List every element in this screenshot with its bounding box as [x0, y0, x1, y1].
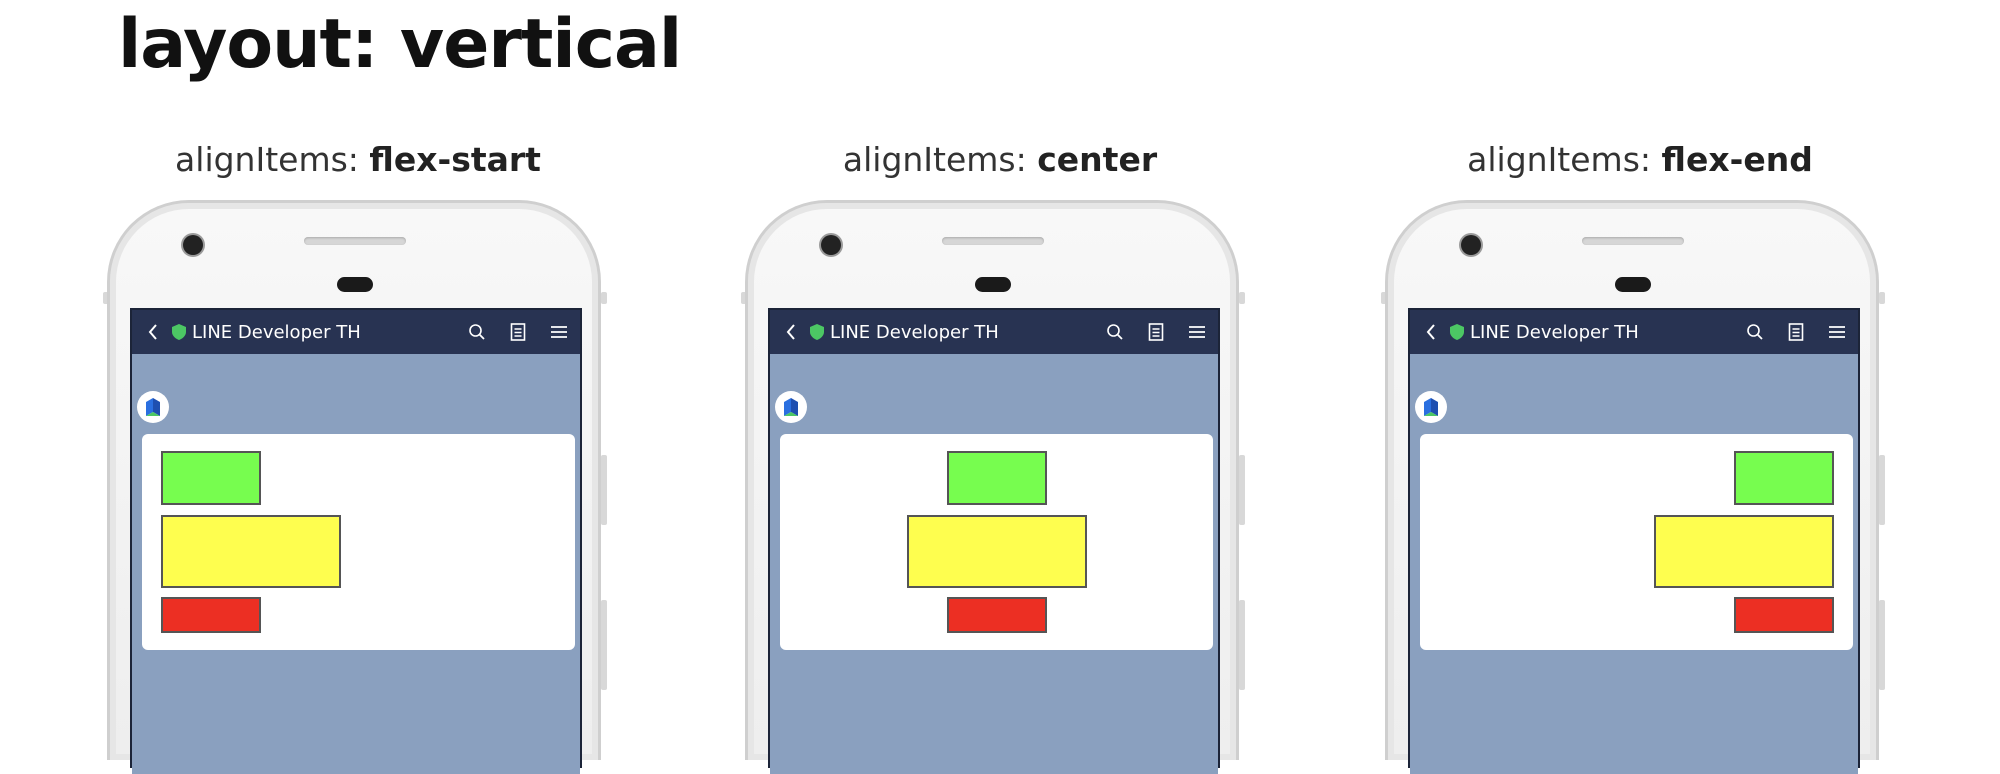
earpiece-speaker — [1582, 237, 1684, 245]
app-bar: LINE Developer TH — [132, 310, 580, 354]
menu-icon[interactable] — [548, 321, 570, 343]
flex-message-bubble — [1420, 434, 1853, 650]
shield-icon — [810, 324, 824, 340]
search-icon[interactable] — [1744, 321, 1766, 343]
chevron-left-icon[interactable] — [780, 321, 802, 343]
phone-screen: LINE Developer TH — [130, 308, 582, 774]
phone-center: LINE Developer TH — [741, 200, 1245, 774]
notes-icon[interactable] — [507, 321, 529, 343]
chat-title: LINE Developer TH — [192, 321, 361, 343]
volume-button — [1239, 600, 1245, 690]
bot-avatar[interactable] — [775, 391, 807, 423]
green-box — [1734, 451, 1834, 505]
front-camera — [1461, 235, 1481, 255]
side-button — [1239, 292, 1245, 304]
volume-button — [1879, 455, 1885, 525]
side-button — [103, 292, 109, 304]
green-box — [946, 451, 1047, 505]
chat-area — [770, 354, 1218, 774]
menu-icon[interactable] — [1186, 321, 1208, 343]
flex-message-bubble — [142, 434, 575, 650]
volume-button — [1879, 600, 1885, 690]
flex-message-bubble — [780, 434, 1213, 650]
volume-button — [1239, 455, 1245, 525]
volume-button — [601, 600, 607, 690]
app-bar: LINE Developer TH — [770, 310, 1218, 354]
notes-icon[interactable] — [1785, 321, 1807, 343]
red-box — [161, 597, 261, 633]
side-button — [1381, 292, 1387, 304]
caption-flex-end: alignItems: flex-end — [1320, 140, 1960, 179]
red-box — [1734, 597, 1834, 633]
yellow-box — [906, 515, 1087, 588]
sensor — [337, 277, 373, 292]
front-camera — [821, 235, 841, 255]
sensor — [975, 277, 1011, 292]
yellow-box — [1654, 515, 1834, 588]
chat-area — [132, 354, 580, 774]
shield-icon — [172, 324, 186, 340]
chat-area — [1410, 354, 1858, 774]
search-icon[interactable] — [466, 321, 488, 343]
caption-value: flex-end — [1661, 140, 1813, 179]
caption-prefix: alignItems: — [842, 140, 1038, 179]
bot-avatar[interactable] — [137, 391, 169, 423]
shield-icon — [1450, 324, 1464, 340]
caption-prefix: alignItems: — [175, 140, 370, 179]
caption-flex-start: alignItems: flex-start — [38, 140, 678, 179]
sensor — [1615, 277, 1651, 292]
caption-prefix: alignItems: — [1467, 140, 1662, 179]
volume-button — [601, 455, 607, 525]
yellow-box — [161, 515, 341, 588]
search-icon[interactable] — [1104, 321, 1126, 343]
chevron-left-icon[interactable] — [1420, 321, 1442, 343]
phone-flex-start: LINE Developer TH — [103, 200, 607, 774]
caption-center: alignItems: center — [680, 140, 1320, 179]
chat-title: LINE Developer TH — [830, 321, 999, 343]
front-camera — [183, 235, 203, 255]
app-bar: LINE Developer TH — [1410, 310, 1858, 354]
phone-screen: LINE Developer TH — [1408, 308, 1860, 774]
green-box — [161, 451, 261, 505]
side-button — [741, 292, 747, 304]
chevron-left-icon[interactable] — [142, 321, 164, 343]
caption-value: flex-start — [369, 140, 541, 179]
side-button — [1879, 292, 1885, 304]
red-box — [946, 597, 1047, 633]
chat-title: LINE Developer TH — [1470, 321, 1639, 343]
phone-flex-end: LINE Developer TH — [1381, 200, 1885, 774]
earpiece-speaker — [942, 237, 1044, 245]
notes-icon[interactable] — [1145, 321, 1167, 343]
phone-screen: LINE Developer TH — [768, 308, 1220, 774]
page-title: layout: vertical — [118, 5, 682, 84]
caption-value: center — [1037, 140, 1158, 179]
side-button — [601, 292, 607, 304]
menu-icon[interactable] — [1826, 321, 1848, 343]
bot-avatar[interactable] — [1415, 391, 1447, 423]
earpiece-speaker — [304, 237, 406, 245]
